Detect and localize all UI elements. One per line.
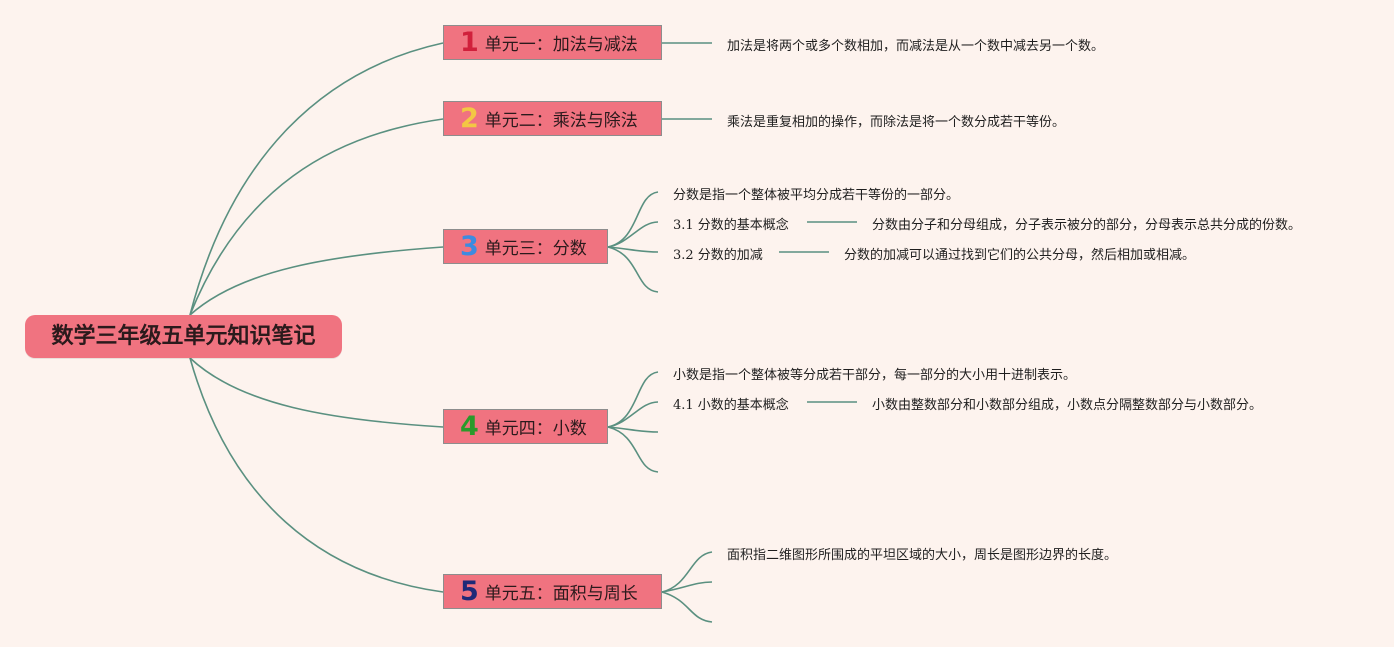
branch-label: 单元三：分数 [484, 239, 587, 259]
number-3-icon: 3 [460, 231, 479, 262]
branch-label: 单元一：加法与减法 [484, 35, 638, 55]
branch-1[interactable]: 1 单元一：加法与减法 [443, 25, 662, 60]
branch-4-note[interactable]: 小数是指一个整体被等分成若干部分，每一部分的大小用十进制表示。 [673, 368, 1077, 383]
root-topic[interactable]: 数学三年级五单元知识笔记 [25, 315, 342, 358]
number-4-icon: 4 [460, 411, 479, 442]
branch-3-subtopic-1[interactable]: 3.1 分数的基本概念 [673, 218, 789, 233]
branch-label: 单元四：小数 [484, 419, 587, 439]
branch-2-note[interactable]: 乘法是重复相加的操作，而除法是将一个数分成若干等份。 [727, 115, 1066, 130]
branch-4-subtopic-1[interactable]: 4.1 小数的基本概念 [673, 398, 789, 413]
branch-3-subtopic-2[interactable]: 3.2 分数的加减 [673, 248, 763, 263]
branch-3-note[interactable]: 分数是指一个整体被平均分成若干等份的一部分。 [673, 188, 960, 203]
branch-4-subtopic-1-note[interactable]: 小数由整数部分和小数部分组成，小数点分隔整数部分与小数部分。 [872, 398, 1263, 413]
branch-5-note[interactable]: 面积指二维图形所围成的平坦区域的大小，周长是图形边界的长度。 [727, 548, 1118, 563]
number-5-icon: 5 [460, 576, 479, 607]
branch-5[interactable]: 5 单元五：面积与周长 [443, 574, 662, 609]
branch-label: 单元五：面积与周长 [484, 584, 638, 604]
branch-3-subtopic-1-note[interactable]: 分数由分子和分母组成，分子表示被分的部分，分母表示总共分成的份数。 [872, 218, 1302, 233]
branch-4[interactable]: 4 单元四：小数 [443, 409, 608, 444]
branch-2[interactable]: 2 单元二：乘法与除法 [443, 101, 662, 136]
branch-3-subtopic-2-note[interactable]: 分数的加减可以通过找到它们的公共分母，然后相加或相减。 [844, 248, 1196, 263]
number-2-icon: 2 [460, 103, 479, 134]
branch-3[interactable]: 3 单元三：分数 [443, 229, 608, 264]
number-1-icon: 1 [460, 27, 479, 58]
branch-1-note[interactable]: 加法是将两个或多个数相加，而减法是从一个数中减去另一个数。 [727, 39, 1105, 54]
branch-label: 单元二：乘法与除法 [484, 111, 638, 131]
